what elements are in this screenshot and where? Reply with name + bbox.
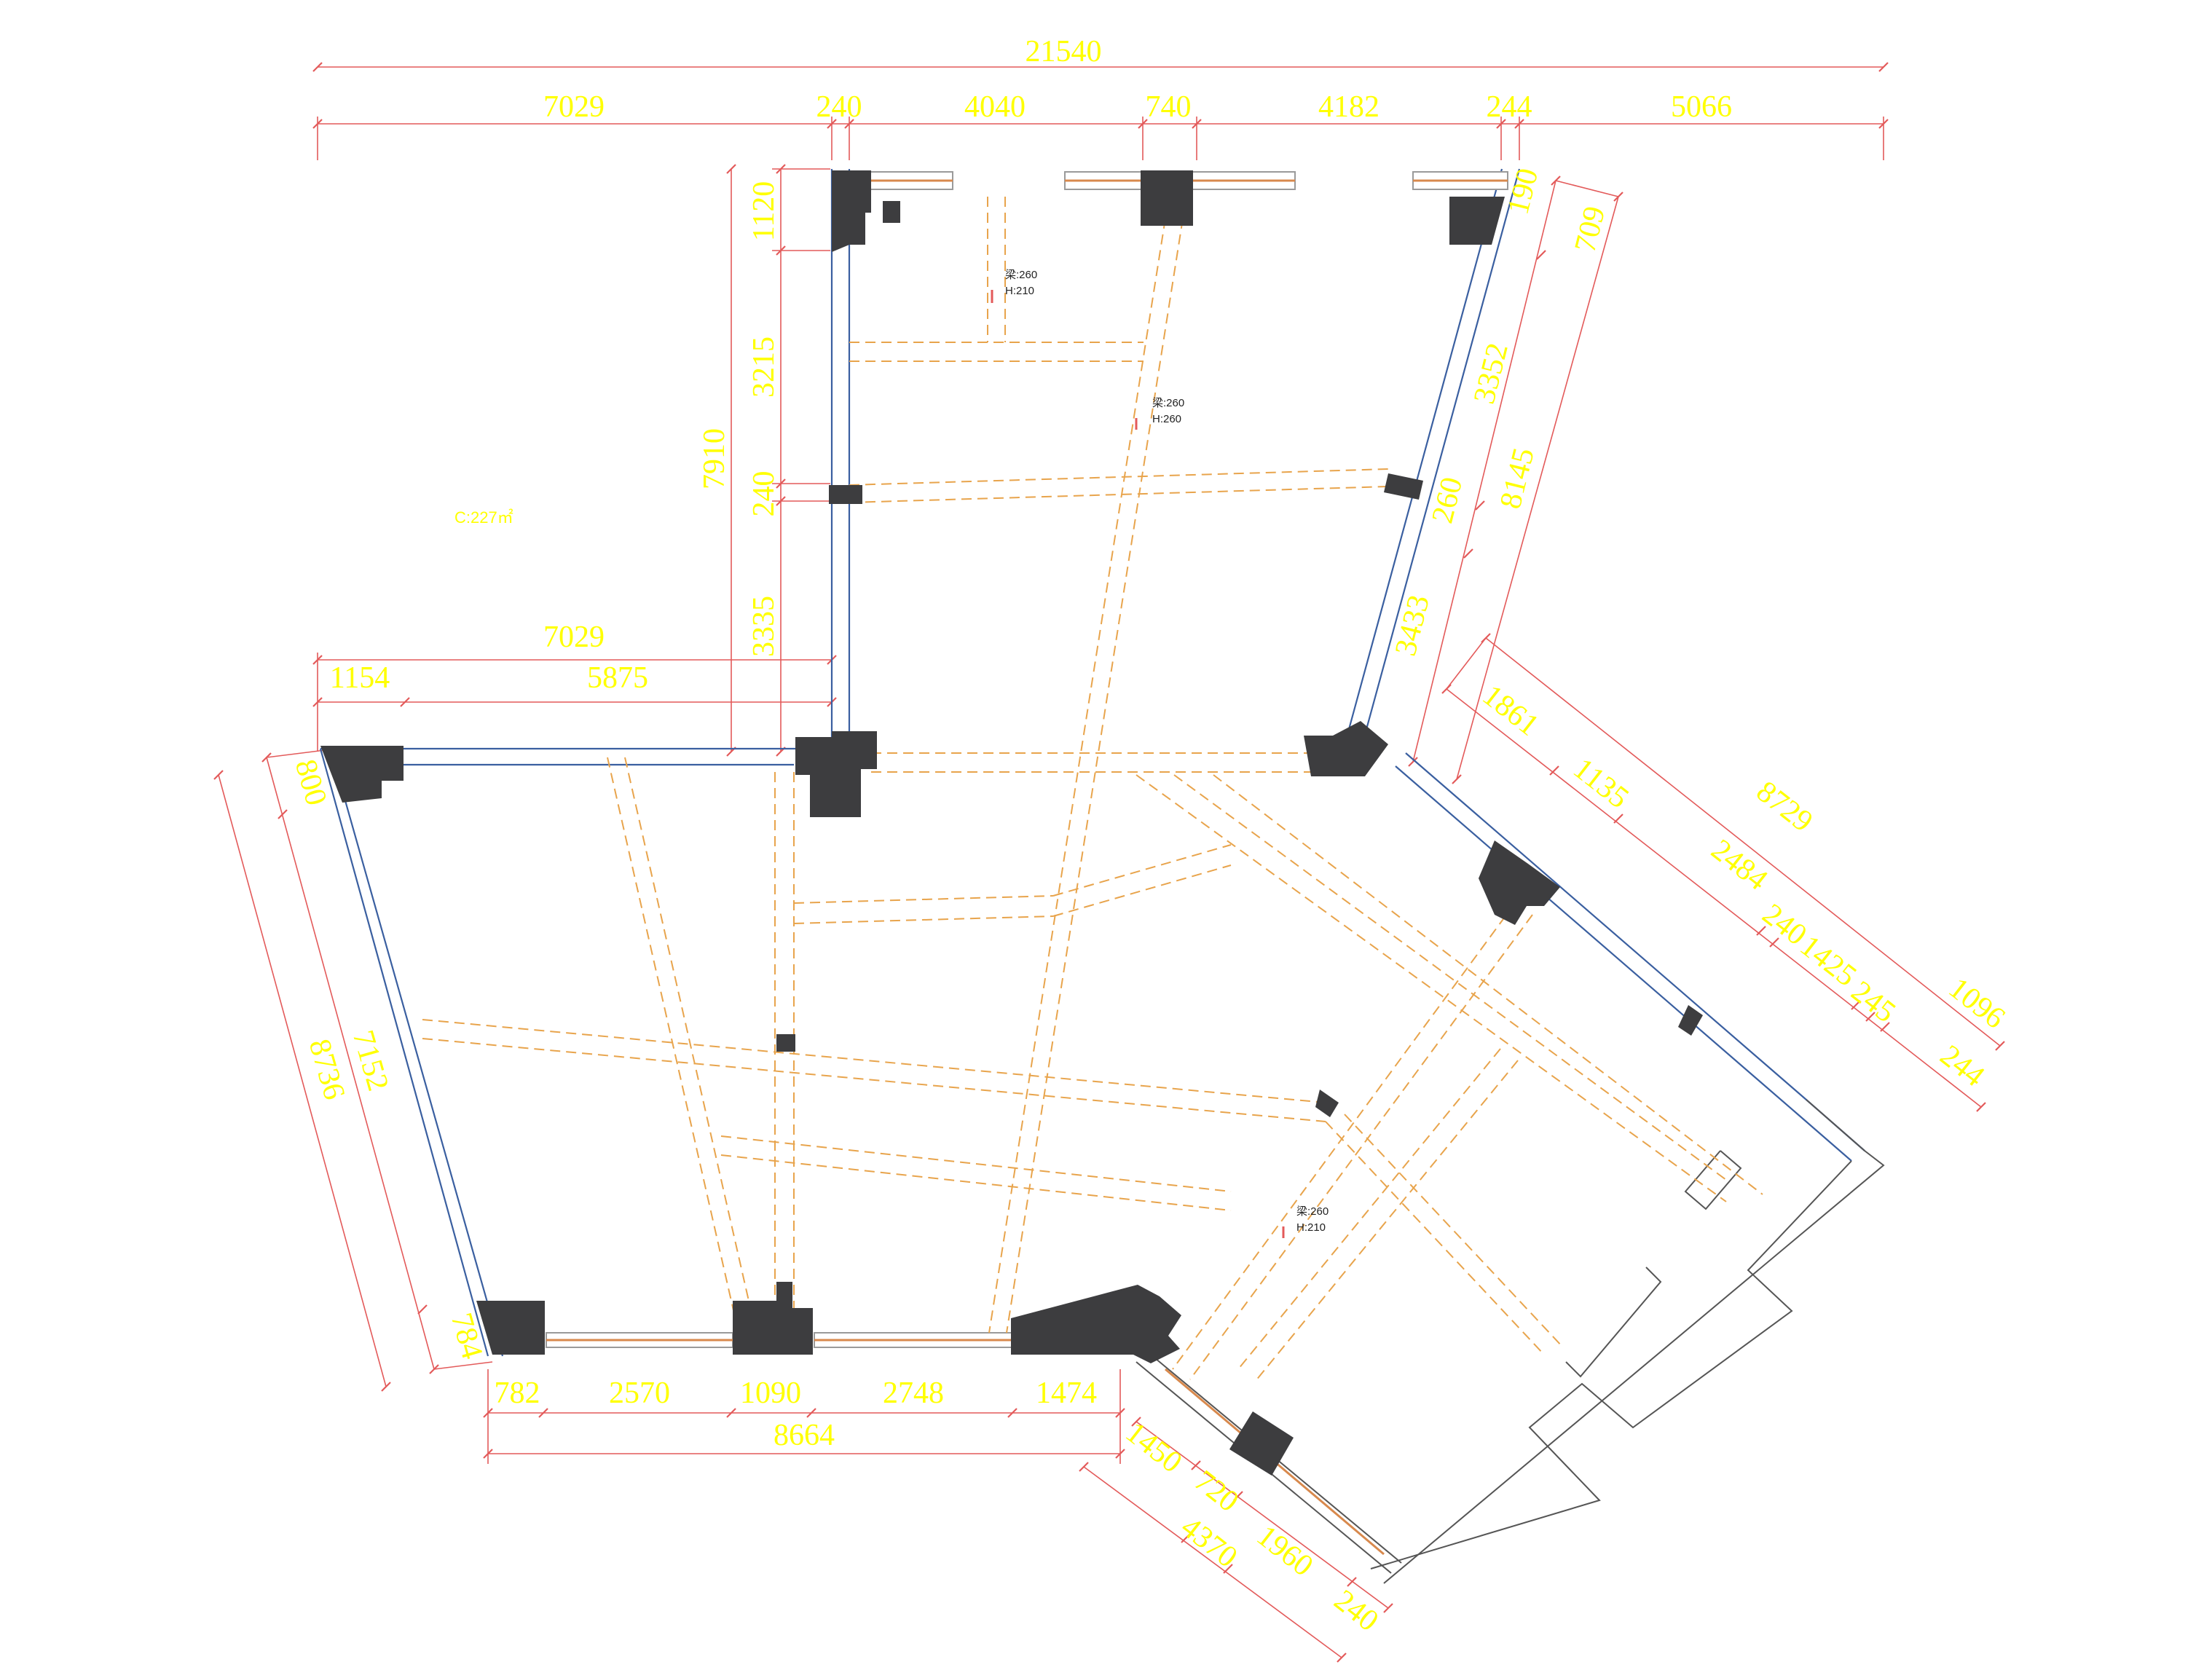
beams bbox=[422, 197, 1763, 1382]
beam-note-2-width: 梁:260 bbox=[1152, 397, 1184, 409]
dim-bottom-total: 8664 bbox=[774, 1419, 835, 1452]
column bbox=[1479, 840, 1560, 925]
column bbox=[733, 1282, 813, 1355]
dim-top-total: 21540 bbox=[1026, 35, 1102, 68]
dim-left-lower-1: 800 bbox=[288, 756, 334, 809]
dim-bottom-4: 2748 bbox=[883, 1376, 944, 1410]
dim-top-7: 5066 bbox=[1671, 90, 1732, 124]
column bbox=[1141, 170, 1193, 226]
column bbox=[1229, 1411, 1294, 1476]
dim-top-3: 4040 bbox=[964, 90, 1026, 124]
beam-notes: 梁:260 H:210 梁:260 H:260 梁:260 H:210 bbox=[991, 269, 1329, 1238]
column bbox=[1678, 1005, 1703, 1036]
column bbox=[1304, 721, 1388, 776]
dim-left-upper-total: 7910 bbox=[698, 428, 731, 489]
column bbox=[1449, 197, 1505, 245]
beam-note-3-width: 梁:260 bbox=[1296, 1205, 1329, 1218]
dim-right-diag-7: 244 bbox=[1934, 1039, 1991, 1093]
dim-left-upper-4: 3335 bbox=[747, 596, 781, 657]
dim-right-diag-6: 245 bbox=[1845, 974, 1902, 1029]
dim-right-diag-2: 1135 bbox=[1567, 752, 1634, 815]
beam-note-3-height: H:210 bbox=[1296, 1221, 1326, 1234]
dim-right-upper-3: 260 bbox=[1425, 474, 1469, 527]
column bbox=[829, 485, 862, 504]
walls bbox=[319, 168, 1885, 1584]
dim-top-5: 4182 bbox=[1318, 90, 1379, 124]
dim-left-lower-2: 7152 bbox=[346, 1027, 395, 1095]
dim-mid-2: 5875 bbox=[587, 661, 648, 695]
dim-bottom-3: 1090 bbox=[740, 1376, 801, 1410]
column bbox=[476, 1301, 545, 1355]
column bbox=[1384, 473, 1423, 500]
floor-area-label: C:227㎡ bbox=[454, 508, 513, 527]
dim-top-2: 240 bbox=[816, 90, 862, 124]
dim-right-diag-1: 1861 bbox=[1476, 679, 1546, 743]
column bbox=[776, 1034, 795, 1052]
dim-mid-1: 1154 bbox=[330, 661, 390, 695]
beam-note-2-height: H:260 bbox=[1152, 413, 1181, 425]
dimension-labels: 21540 7029 240 4040 740 4182 244 5066 11… bbox=[288, 35, 2012, 1638]
columns bbox=[320, 170, 1703, 1476]
dim-top-6: 244 bbox=[1487, 90, 1532, 124]
dim-top-1: 7029 bbox=[543, 90, 605, 124]
column bbox=[795, 731, 877, 817]
dim-mid-total: 7029 bbox=[543, 621, 605, 654]
dim-bottom-diag-3: 1960 bbox=[1251, 1519, 1320, 1583]
dim-right-upper-2: 3352 bbox=[1468, 340, 1515, 408]
beam-note-1-height: H:210 bbox=[1005, 285, 1034, 297]
column bbox=[1315, 1090, 1339, 1117]
dim-left-upper-3: 240 bbox=[747, 471, 781, 517]
beam-note-1-width: 梁:260 bbox=[1005, 269, 1037, 281]
dim-left-upper-2: 3215 bbox=[747, 336, 781, 398]
dim-bottom-diag-1: 1450 bbox=[1119, 1416, 1189, 1480]
dim-bottom-5: 1474 bbox=[1036, 1376, 1097, 1410]
dim-left-lower-total: 8736 bbox=[302, 1036, 351, 1103]
dim-bottom-1: 782 bbox=[495, 1376, 540, 1410]
dim-right-diag-total-1: 8729 bbox=[1750, 775, 1819, 839]
dim-right-upper-total-1: 709 bbox=[1568, 203, 1612, 256]
dim-top-4: 740 bbox=[1146, 90, 1192, 124]
dim-right-diag-total-2: 1096 bbox=[1943, 972, 2012, 1036]
column bbox=[1011, 1285, 1181, 1363]
dim-right-diag-3: 2484 bbox=[1705, 833, 1774, 897]
column bbox=[832, 170, 871, 252]
dim-right-upper-4: 3433 bbox=[1389, 592, 1436, 660]
dim-right-diag-5: 1425 bbox=[1794, 929, 1863, 993]
column bbox=[883, 201, 900, 223]
dim-bottom-diag-total: 4370 bbox=[1175, 1510, 1244, 1575]
dim-bottom-diag-4: 240 bbox=[1328, 1583, 1385, 1638]
dim-left-upper-1: 1120 bbox=[747, 181, 781, 241]
dim-bottom-2: 2570 bbox=[609, 1376, 670, 1410]
column bbox=[320, 746, 404, 803]
